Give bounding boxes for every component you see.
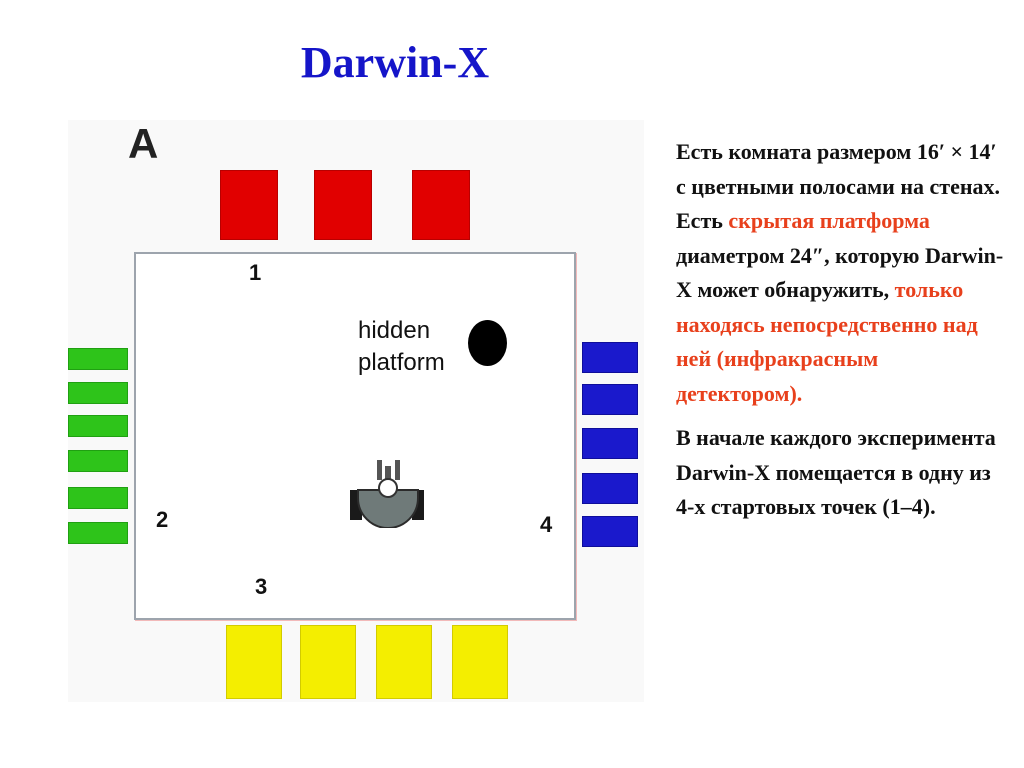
robot-icon — [350, 460, 424, 528]
wall-stripe-green — [68, 522, 128, 544]
description-paragraph-1: Есть комната размером 16′ × 14′ с цветны… — [676, 135, 1006, 411]
wall-stripe-green — [68, 382, 128, 404]
wall-stripe-yellow — [452, 625, 508, 699]
start-point-4: 4 — [540, 512, 553, 537]
start-point-1: 1 — [249, 260, 262, 285]
wall-stripe-blue — [582, 384, 638, 415]
platform-label-line2: platform — [358, 349, 445, 376]
paragraph-1-text-a: Есть комната размером 16′ × 14′ с цветны… — [676, 139, 1001, 233]
slide-title: Darwin-X — [300, 38, 490, 87]
wall-stripe-yellow — [376, 625, 432, 699]
hidden-platform-label: hidden platform — [358, 315, 445, 379]
wall-stripe-yellow — [300, 625, 356, 699]
wall-stripe-red — [220, 170, 278, 240]
wall-stripe-green — [68, 450, 128, 472]
wall-stripe-green — [68, 415, 128, 437]
paragraph-1-text-b: диаметром 24″, которую Darwin-X может об… — [676, 242, 1004, 303]
hidden-platform-highlight: скрытая платформа — [728, 208, 930, 233]
room-floor — [134, 252, 576, 620]
wall-stripe-green — [68, 348, 128, 370]
wall-stripe-blue — [582, 473, 638, 504]
platform-label-line1: hidden — [358, 317, 431, 344]
wall-stripe-red — [412, 170, 470, 240]
detection-condition-highlight: только находясь непосредственно над ней … — [676, 277, 978, 406]
start-point-2: 2 — [156, 507, 169, 532]
panel-letter: A — [128, 120, 159, 167]
description-paragraph-2: В начале каждого эксперимента Darwin-X п… — [676, 425, 996, 519]
wall-stripe-blue — [582, 516, 638, 547]
wall-stripe-yellow — [226, 625, 282, 699]
hidden-platform-dot — [468, 320, 507, 366]
start-point-3: 3 — [255, 574, 268, 599]
wall-stripe-blue — [582, 428, 638, 459]
wall-stripe-blue — [582, 342, 638, 373]
wall-stripe-green — [68, 487, 128, 509]
description-text: Есть комната размером 16′ × 14′ с цветны… — [676, 135, 1006, 525]
room-diagram: A 1 2 3 4 hidden platform — [68, 120, 644, 702]
wall-stripe-red — [314, 170, 372, 240]
